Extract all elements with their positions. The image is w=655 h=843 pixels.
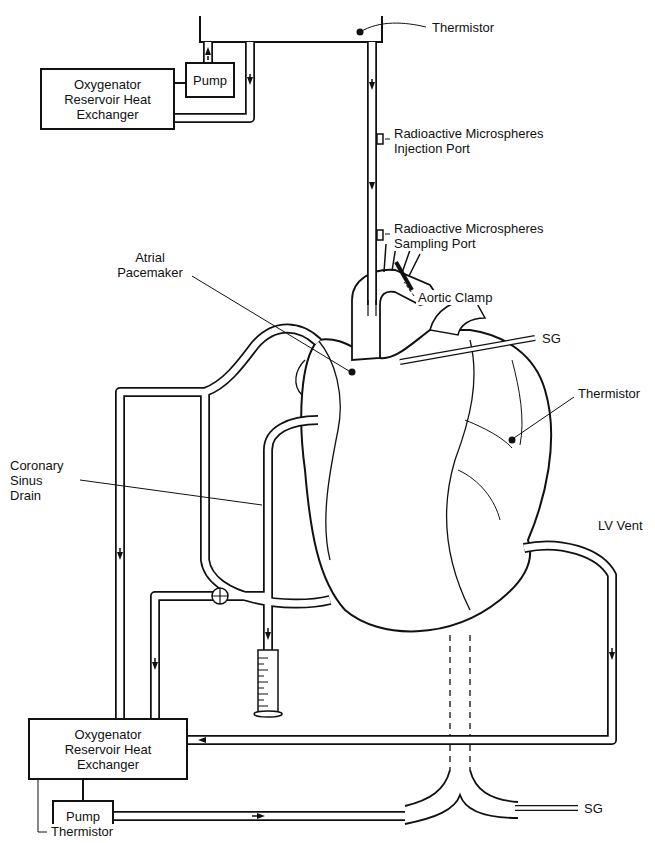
port-label: Radioactive Microspheres Sampling Port (392, 221, 568, 251)
aortic-cannula (368, 300, 376, 316)
pacemaker-label: Atrial Pacemaker (108, 250, 192, 280)
leader-line (385, 234, 390, 235)
cylinder-base (254, 711, 282, 717)
pacemaker-electrode (349, 369, 356, 376)
clamp-label: Aortic Clamp (416, 290, 494, 305)
atrial-border (318, 340, 340, 560)
box-text: Oxygenator Reservoir Heat Exchanger (60, 77, 156, 122)
injection-port (377, 134, 383, 144)
graduated-cylinder (258, 650, 278, 712)
stopcock-handle (212, 588, 228, 604)
thermistor-probe (357, 29, 364, 36)
catheter-label: SG (582, 801, 605, 816)
top-reservoir (200, 16, 382, 42)
pump-box: Pump (185, 62, 235, 98)
leader-line (80, 480, 262, 505)
thermistor-label: Thermistor (430, 20, 496, 35)
box-text: Pump (66, 809, 100, 824)
pulmonary-artery (430, 300, 485, 335)
cylinder-ticks (258, 658, 268, 706)
descending-aorta (450, 635, 470, 770)
aortic-clamp (396, 262, 412, 290)
aorta (352, 270, 440, 360)
box-text: Oxygenator Reservoir Heat Exchanger (60, 727, 156, 772)
atrial-appendage (296, 360, 305, 395)
arrow-shafts (120, 56, 612, 816)
heart (301, 330, 551, 631)
coronary-branch (458, 360, 522, 520)
leader-line (360, 23, 426, 32)
sampling-port (377, 230, 383, 240)
leader-line (404, 282, 414, 296)
connector (82, 780, 84, 800)
oxygenator-box: Oxygenator Reservoir Heat Exchanger (40, 68, 175, 130)
leader-line (192, 276, 349, 371)
flow-arrows (117, 47, 615, 819)
catheter-label: SG (540, 331, 563, 346)
oxygenator-box: Oxygenator Reservoir Heat Exchanger (28, 718, 188, 780)
coronary-artery (447, 340, 474, 610)
vent-label: LV Vent (596, 518, 645, 533)
thermistor-label: Thermistor (576, 386, 642, 401)
iliac-arteries (405, 770, 518, 824)
connector (175, 82, 185, 84)
thermistor-label: Thermistor (49, 824, 115, 839)
leader-line (514, 397, 574, 438)
stopcock (212, 588, 228, 604)
leader-line (385, 139, 390, 140)
port-label: Radioactive Microspheres Injection Port (392, 126, 568, 156)
drain-label: Coronary Sinus Drain (8, 458, 76, 503)
box-text: Pump (193, 73, 227, 88)
